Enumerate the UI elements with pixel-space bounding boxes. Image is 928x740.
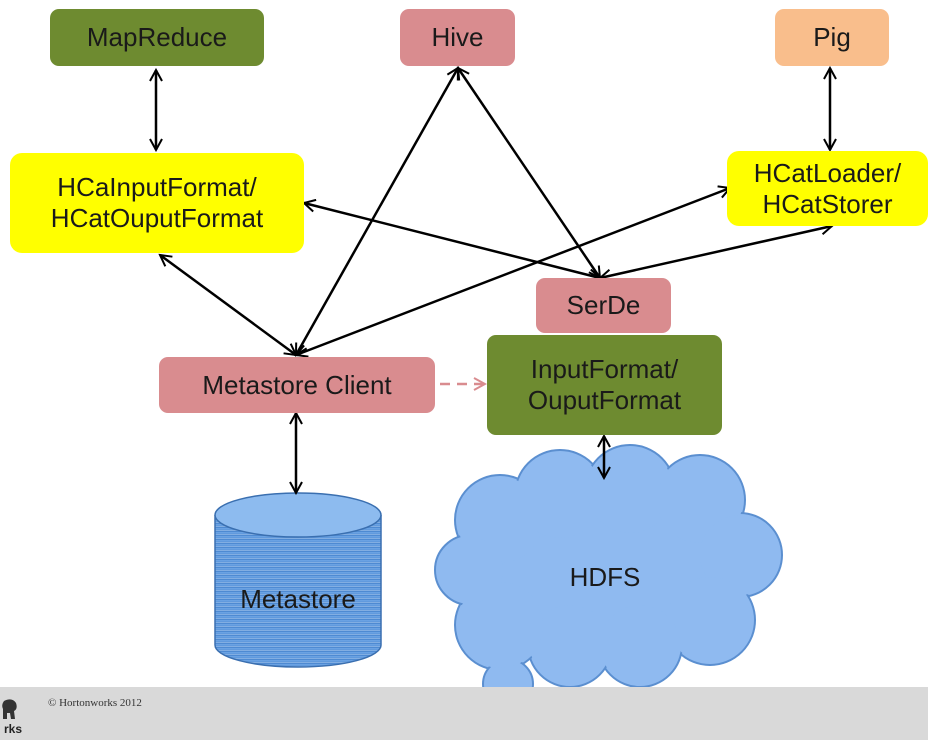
node-serde: SerDe — [536, 278, 671, 333]
node-pig: Pig — [775, 9, 889, 66]
footer-bar — [0, 687, 928, 740]
node-hcat-loader: HCatLoader/ HCatStorer — [727, 151, 928, 226]
node-hive: Hive — [400, 9, 515, 66]
edge-hcatformat-metastoreclient — [160, 255, 296, 355]
node-input-output-format: InputFormat/ OuputFormat — [487, 335, 722, 435]
edge-hive-metastoreclient — [294, 68, 460, 355]
node-metastore-client: Metastore Client — [159, 357, 435, 413]
hdfs-label: HDFS — [569, 562, 641, 592]
node-hcat-format: HCaInputFormat/ HCatOuputFormat — [10, 153, 304, 253]
edge-hcatloader-serde — [600, 226, 832, 278]
metastore-cylinder — [214, 492, 382, 668]
edge-hcatloader-metastoreclient — [296, 188, 730, 355]
logo-text: rks — [4, 722, 23, 736]
hortonworks-elephant-icon — [2, 699, 17, 719]
metastore-label: Metastore — [240, 584, 356, 614]
node-mapreduce: MapReduce — [50, 9, 264, 66]
copyright-text: © Hortonworks 2012 — [48, 697, 142, 709]
